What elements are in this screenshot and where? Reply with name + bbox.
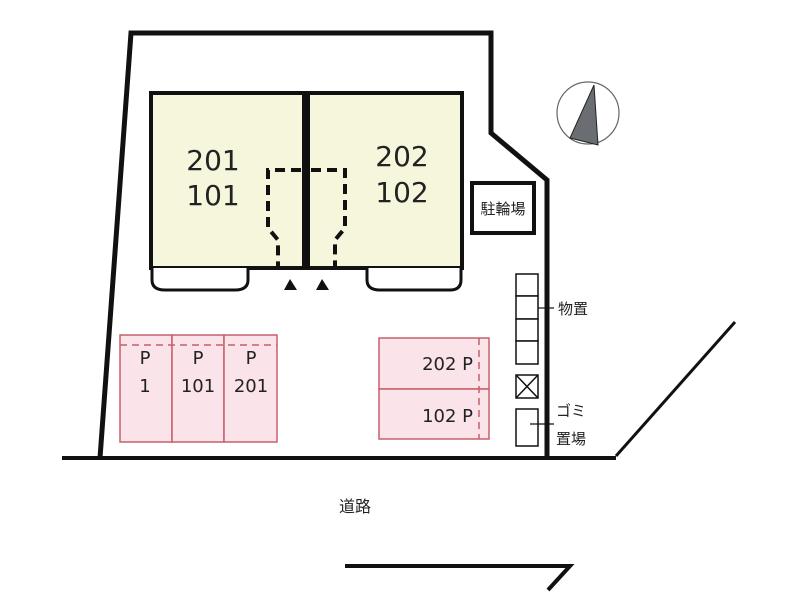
unit-label: 201 — [186, 144, 239, 177]
road-label: 道路 — [339, 497, 371, 516]
entrance-marker-icon — [284, 279, 297, 290]
parking-label: P — [246, 348, 257, 369]
unit-label: 202 — [375, 140, 428, 173]
entrance-dashed-right — [311, 168, 347, 268]
entrance-dashed-left — [266, 168, 301, 268]
parking-label: 202 P — [422, 354, 473, 375]
parking-right-group — [378, 337, 490, 440]
storage-units — [515, 273, 539, 365]
entrance-marker-icon — [316, 279, 329, 290]
parking-label: P — [140, 348, 151, 369]
parking-left-group — [119, 334, 278, 443]
building-right — [306, 91, 464, 270]
garbage-label: 置場 — [556, 430, 586, 448]
parking-label: P — [193, 348, 204, 369]
neighbor-boundary-line — [614, 321, 737, 457]
bike-parking-box — [470, 181, 536, 235]
north-arrow-icon — [556, 81, 620, 146]
parking-label: 101 — [181, 376, 215, 397]
garbage-box — [515, 408, 539, 447]
balcony-right — [365, 268, 463, 292]
balcony-left — [150, 268, 250, 292]
unit-label: 102 — [375, 176, 428, 209]
bike-parking-label: 駐輪場 — [480, 200, 525, 218]
crossed-box-icon — [515, 374, 539, 399]
parking-label: 102 P — [422, 406, 473, 427]
building-left — [149, 91, 306, 270]
lot-boundary — [97, 30, 550, 459]
parking-label: 1 — [139, 376, 150, 397]
parking-label: 201 — [234, 376, 268, 397]
unit-label: 101 — [186, 179, 239, 212]
storage-label: 物置 — [558, 300, 588, 318]
road-opposite-edge — [345, 564, 575, 592]
garbage-label: ゴミ — [556, 402, 586, 420]
